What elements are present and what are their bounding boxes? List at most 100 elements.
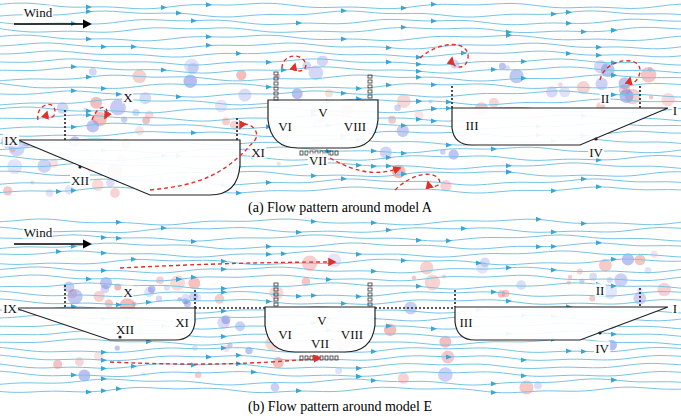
streamline-arrow [521,76,527,81]
vorticity-blob [236,70,246,80]
streamline-arrow [206,43,212,48]
vortex-arrow [420,45,468,68]
streamline-arrow [446,142,452,147]
railing [64,110,66,140]
streamline-arrow [596,240,602,245]
streamline-arrow [416,69,422,74]
streamline-arrow [146,300,152,305]
streamline-arrow [341,8,347,13]
pressure-tap [594,137,597,140]
streamline-arrow [266,85,272,90]
streamline-arrow [401,123,407,128]
deck-section [268,100,378,148]
streamline [0,387,681,393]
streamline-arrow [266,60,272,65]
point-label: VI [277,328,293,341]
railing-post [320,356,323,360]
railing [454,290,456,307]
streamline-arrow [461,226,467,231]
railing-post [368,288,372,291]
panel-caption: (b) Flow pattern around model E [247,400,433,414]
streamline-arrow [521,357,527,362]
streamline-arrow [86,277,92,282]
vorticity-blob [46,189,54,197]
streamline-arrow [116,386,122,391]
railing-post [368,298,372,301]
vorticity-blob [170,275,185,290]
point-label: VI [277,120,293,133]
streamline-arrow [101,376,107,381]
point-label: IX [3,134,19,147]
streamline-arrow [581,221,587,226]
streamline [0,67,681,73]
streamline-arrow [206,34,212,39]
railing [236,118,238,140]
streamline-arrow [506,33,512,38]
streamline-arrow [191,362,197,367]
streamline-arrow [191,130,197,135]
streamline-arrow [386,45,392,50]
streamline-arrow [131,44,137,49]
point-label: X [122,286,133,299]
vorticity-blob [276,162,280,166]
railing-post [330,356,333,360]
streamline [0,259,681,265]
vortex-arrow [38,104,55,120]
vorticity-blob [215,294,225,304]
streamline-arrow [191,18,197,23]
streamline-arrow [221,267,227,272]
vortex-arrow [92,107,107,120]
streamline-arrow [431,19,437,24]
streamline-arrow [281,68,287,73]
streamline-arrow [506,265,512,270]
streamline-arrow [236,191,242,196]
railing-post [368,80,372,83]
streamline-arrow [356,374,362,379]
streamline-arrow [101,86,107,91]
streamline [0,291,681,296]
streamline-arrow [116,302,122,307]
streamline-arrow [71,373,77,378]
vortex-arrows [38,45,640,365]
streamline-arrow [236,353,242,358]
streamline-arrow [401,25,407,30]
streamline-arrow [266,252,272,257]
streamline-arrow [116,220,122,225]
streamline-arrow [356,86,362,91]
streamline-arrow [566,10,572,15]
streamline-arrow [521,59,527,64]
streamline-arrow [596,45,602,50]
streamline-arrow [566,51,572,56]
wind-label: Wind [23,6,53,19]
streamline-arrow [236,51,242,56]
streamline-arrow [86,74,92,79]
railing-post [368,90,372,93]
streamline-arrow [86,36,92,41]
streamline-arrow [401,258,407,263]
railing-post [335,151,338,155]
streamline-arrow [386,323,392,328]
streamline-arrow [611,332,617,337]
railing-post [274,82,278,85]
streamline [0,3,681,9]
vorticity-blob [156,276,164,284]
streamline-arrow [506,33,512,38]
streamline-arrow [416,99,422,104]
deck-section [18,140,240,195]
vorticity-blob [327,254,341,268]
vortex-arrow [120,262,335,268]
railings [65,72,640,360]
streamline-arrow [611,92,617,97]
vorticity-blob [641,67,656,82]
streamline-arrow [566,21,572,26]
vorticity-blob [398,373,409,384]
railing [195,307,265,309]
streamline-arrow [161,226,167,231]
vorticity-blob [607,277,613,283]
vorticity-blob [438,367,453,382]
point-label: XI [250,146,266,159]
streamline-arrow [611,28,617,33]
pressure-tap [118,335,121,338]
streamline-arrow [176,277,182,282]
point-label: V [316,314,327,327]
